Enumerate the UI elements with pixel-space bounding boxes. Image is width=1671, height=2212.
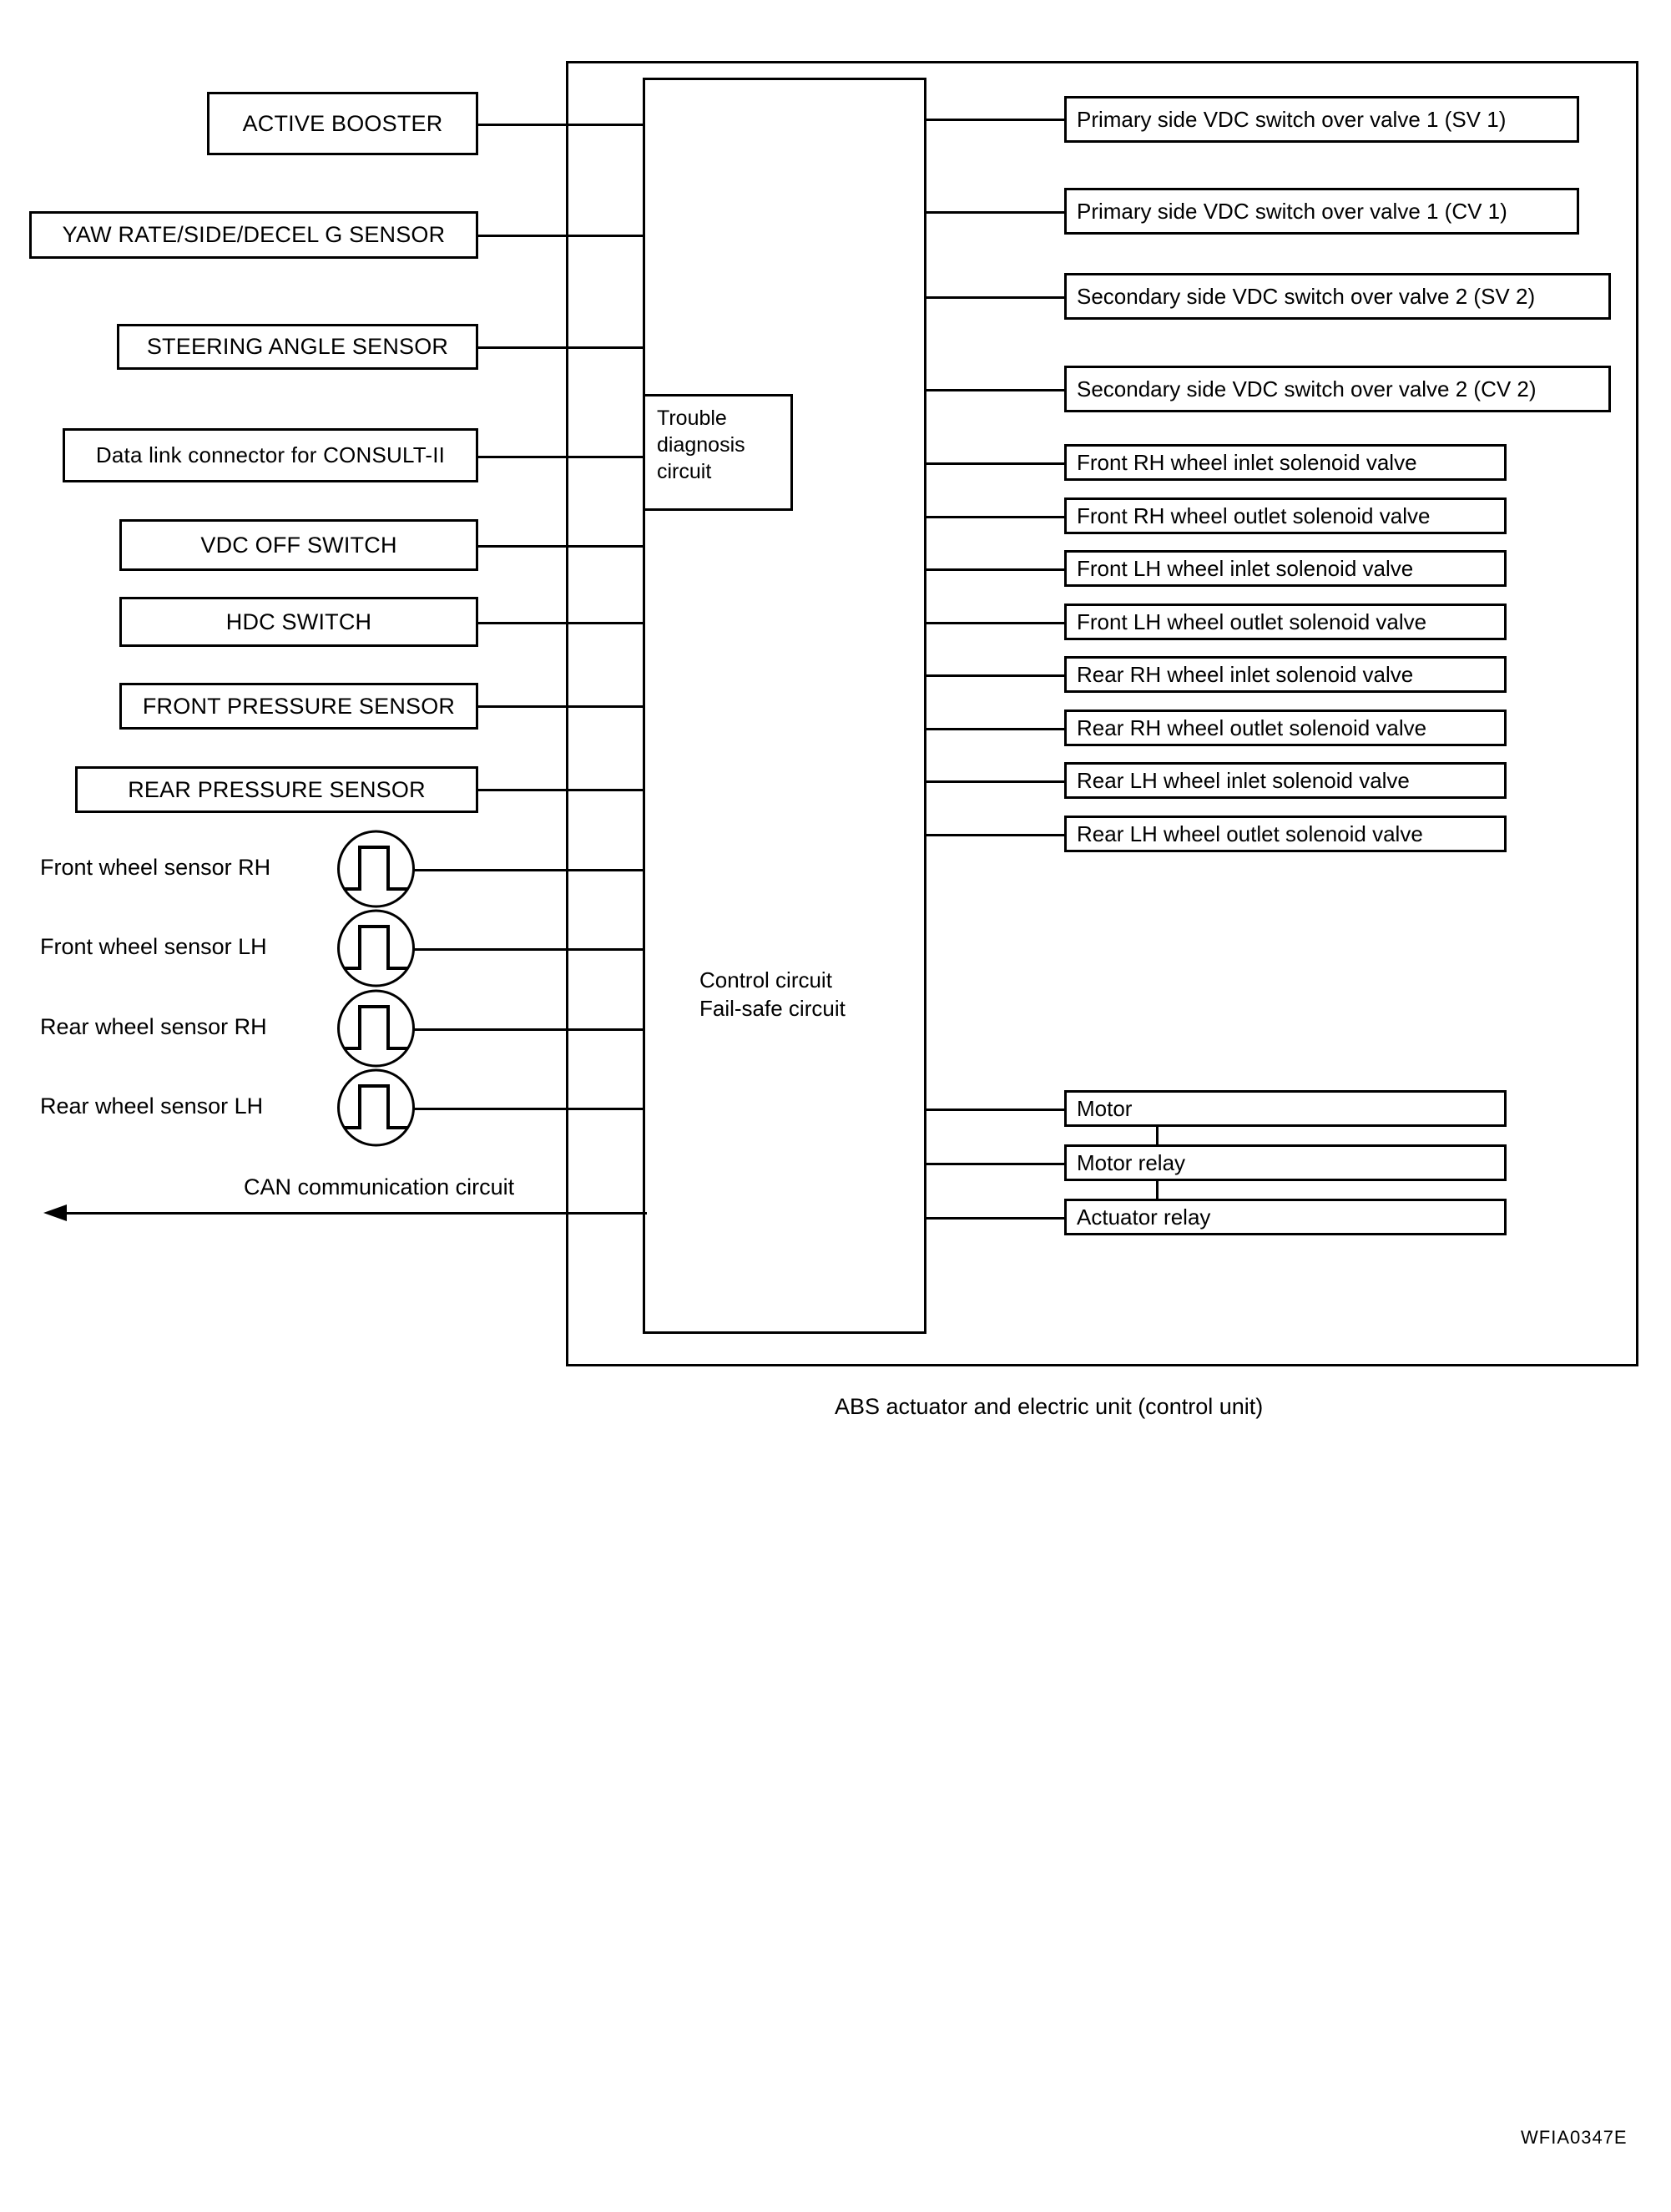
figure-caption: ABS actuator and electric unit (control …	[835, 1394, 1264, 1419]
pulse-waveform-icon	[337, 830, 415, 908]
connector-data-link	[478, 456, 645, 458]
wheel-sensor-label-front-rh: Front wheel sensor RH	[40, 855, 271, 880]
pulse-waveform-icon	[337, 909, 415, 987]
valve-box-cv1[interactable]: Primary side VDC switch over valve 1 (CV…	[1064, 188, 1579, 235]
input-label: HDC SWITCH	[225, 609, 372, 634]
wheel-sensor-label-rear-lh: Rear wheel sensor LH	[40, 1093, 264, 1119]
input-box-vdc-off-switch[interactable]: VDC OFF SWITCH	[119, 519, 478, 571]
actuator-label: Actuator relay	[1077, 1204, 1211, 1230]
valve-box-sv1[interactable]: Primary side VDC switch over valve 1 (SV…	[1064, 96, 1579, 143]
input-box-data-link-connector[interactable]: Data link connector for CONSULT-II	[63, 428, 478, 482]
connector-valve-cv1	[924, 211, 1066, 214]
valve-label: Primary side VDC switch over valve 1 (SV…	[1077, 106, 1507, 132]
connector-rear-wheel-lh	[413, 1108, 645, 1110]
connector-sol-2	[924, 516, 1066, 518]
solenoid-label: Rear LH wheel inlet solenoid valve	[1077, 767, 1410, 793]
input-label: YAW RATE/SIDE/DECEL G SENSOR	[62, 222, 446, 247]
can-bus-label: CAN communication circuit	[244, 1174, 515, 1199]
solenoid-box-front-rh-inlet[interactable]: Front RH wheel inlet solenoid valve	[1064, 444, 1507, 481]
connector-can-bus	[58, 1212, 647, 1215]
input-box-yaw-rate-sensor[interactable]: YAW RATE/SIDE/DECEL G SENSOR	[29, 211, 478, 259]
connector-yaw-rate-sensor	[478, 235, 645, 237]
solenoid-label: Rear LH wheel outlet solenoid valve	[1077, 821, 1423, 846]
input-box-active-booster[interactable]: ACTIVE BOOSTER	[207, 92, 478, 155]
connector-sol-6	[924, 728, 1066, 730]
solenoid-box-rear-lh-inlet[interactable]: Rear LH wheel inlet solenoid valve	[1064, 762, 1507, 799]
connector-front-pressure	[478, 705, 645, 708]
solenoid-box-rear-rh-outlet[interactable]: Rear RH wheel outlet solenoid valve	[1064, 710, 1507, 746]
wheel-sensor-label-front-lh: Front wheel sensor LH	[40, 934, 267, 959]
trouble-diagnosis-line-2: diagnosis	[657, 433, 745, 457]
solenoid-box-front-lh-outlet[interactable]: Front LH wheel outlet solenoid valve	[1064, 604, 1507, 640]
input-box-front-pressure-sensor[interactable]: FRONT PRESSURE SENSOR	[119, 683, 478, 730]
input-label: FRONT PRESSURE SENSOR	[142, 693, 456, 719]
input-label: Data link connector for CONSULT-II	[95, 442, 446, 467]
solenoid-label: Front RH wheel inlet solenoid valve	[1077, 449, 1417, 475]
solenoid-label: Front LH wheel outlet solenoid valve	[1077, 609, 1427, 634]
solenoid-label: Front LH wheel inlet solenoid valve	[1077, 555, 1414, 581]
control-circuit-line-1: Control circuit	[699, 967, 832, 992]
connector-sol-7	[924, 780, 1066, 783]
actuator-box-actuator-relay[interactable]: Actuator relay	[1064, 1199, 1507, 1235]
control-circuit-line-2: Fail-safe circuit	[699, 995, 846, 1021]
actuator-label: Motor relay	[1077, 1149, 1186, 1175]
actuator-box-motor[interactable]: Motor	[1064, 1090, 1507, 1127]
abs-actuator-boundary	[566, 61, 1638, 1366]
connector-rear-pressure	[478, 789, 645, 791]
connector-hdc-switch	[478, 622, 645, 624]
pulse-waveform-icon	[337, 1068, 415, 1147]
solenoid-label: Rear RH wheel inlet solenoid valve	[1077, 661, 1414, 687]
wheel-sensor-label-rear-rh: Rear wheel sensor RH	[40, 1014, 267, 1039]
trouble-diagnosis-circuit-box[interactable]: Trouble diagnosis circuit	[643, 394, 793, 511]
connector-motor	[924, 1109, 1066, 1111]
input-box-hdc-switch[interactable]: HDC SWITCH	[119, 597, 478, 647]
trouble-diagnosis-line-3: circuit	[657, 460, 712, 483]
connector-sol-3	[924, 568, 1066, 571]
solenoid-label: Rear RH wheel outlet solenoid valve	[1077, 715, 1427, 740]
connector-sol-5	[924, 674, 1066, 677]
input-label: ACTIVE BOOSTER	[242, 110, 443, 136]
input-label: VDC OFF SWITCH	[200, 532, 397, 558]
connector-steering-angle	[478, 346, 645, 349]
connector-valve-sv1	[924, 119, 1066, 121]
valve-label: Secondary side VDC switch over valve 2 (…	[1077, 283, 1536, 309]
connector-front-wheel-rh	[413, 869, 645, 871]
connector-actuator-relay	[924, 1217, 1066, 1220]
solenoid-label: Front RH wheel outlet solenoid valve	[1077, 502, 1431, 528]
connector-active-booster	[478, 124, 645, 126]
connector-sol-8	[924, 834, 1066, 836]
input-label: STEERING ANGLE SENSOR	[146, 334, 449, 359]
connector-sol-1	[924, 462, 1066, 465]
solenoid-box-rear-rh-inlet[interactable]: Rear RH wheel inlet solenoid valve	[1064, 656, 1507, 693]
control-unit-box	[643, 78, 926, 1334]
connector-valve-sv2	[924, 296, 1066, 299]
valve-label: Primary side VDC switch over valve 1 (CV…	[1077, 198, 1507, 224]
trouble-diagnosis-line-1: Trouble	[657, 407, 727, 430]
control-circuit-text: Control circuit Fail-safe circuit	[699, 967, 846, 1023]
connector-vdc-off-switch	[478, 545, 645, 548]
solenoid-box-rear-lh-outlet[interactable]: Rear LH wheel outlet solenoid valve	[1064, 816, 1507, 852]
can-bus-arrow-icon	[43, 1204, 67, 1221]
connector-sol-4	[924, 622, 1066, 624]
valve-box-sv2[interactable]: Secondary side VDC switch over valve 2 (…	[1064, 273, 1611, 320]
solenoid-box-front-lh-inlet[interactable]: Front LH wheel inlet solenoid valve	[1064, 550, 1507, 587]
figure-code: WFIA0347E	[1521, 2127, 1628, 2148]
actuator-box-motor-relay[interactable]: Motor relay	[1064, 1144, 1507, 1181]
valve-label: Secondary side VDC switch over valve 2 (…	[1077, 376, 1537, 401]
connector-valve-cv2	[924, 389, 1066, 391]
input-box-rear-pressure-sensor[interactable]: REAR PRESSURE SENSOR	[75, 766, 478, 813]
pulse-waveform-icon	[337, 989, 415, 1068]
connector-front-wheel-lh	[413, 948, 645, 951]
valve-box-cv2[interactable]: Secondary side VDC switch over valve 2 (…	[1064, 366, 1611, 412]
solenoid-box-front-rh-outlet[interactable]: Front RH wheel outlet solenoid valve	[1064, 497, 1507, 534]
actuator-label: Motor	[1077, 1095, 1133, 1121]
input-label: REAR PRESSURE SENSOR	[128, 776, 426, 802]
connector-rear-wheel-rh	[413, 1028, 645, 1031]
connector-motor-relay	[924, 1163, 1066, 1165]
input-box-steering-angle-sensor[interactable]: STEERING ANGLE SENSOR	[117, 324, 478, 370]
